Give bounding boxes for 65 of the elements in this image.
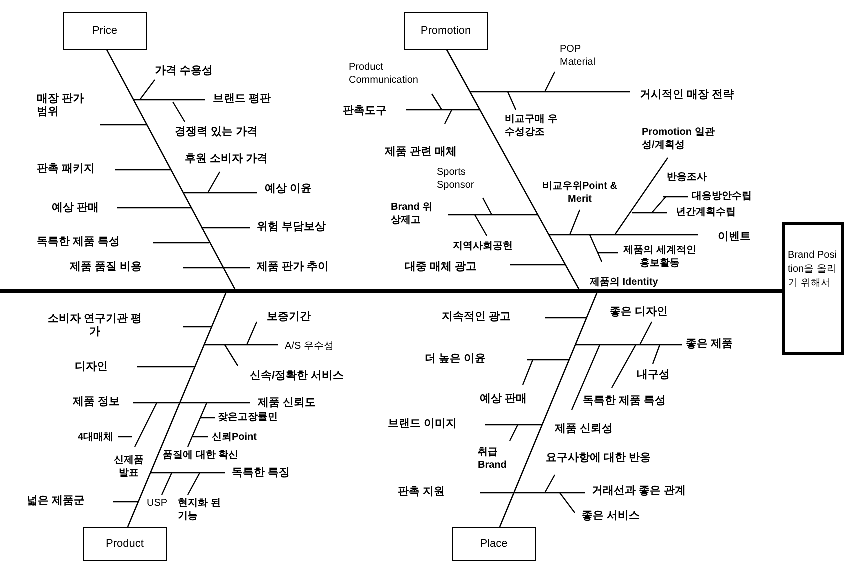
cause-label: 디자인 xyxy=(75,361,108,374)
cause-label: 브랜드 평판 xyxy=(213,93,272,106)
cause-label: Product Communication xyxy=(349,61,420,87)
cause-label: 판촉 패키지 xyxy=(37,163,96,176)
cause-label: 브랜드 이미지 xyxy=(388,418,458,431)
cause-label: 후원 소비자 가격 xyxy=(185,153,268,166)
cause-label: 비교구매 우수성강조 xyxy=(505,113,559,139)
cause-label: 제품 신뢰성 xyxy=(555,423,614,436)
cause-label: 가격 수용성 xyxy=(155,65,214,78)
cause-label: 지속적인 광고 xyxy=(442,311,512,324)
cause-label: 제품 품질 비용 xyxy=(70,261,142,274)
cause-label: 위험 부담보상 xyxy=(257,221,326,234)
cause-label: 내구성 xyxy=(637,369,670,382)
cause-label: 잦은고장률민 xyxy=(218,411,278,424)
cause-label: 제품 관련 매체 xyxy=(385,146,458,159)
cause-label: 신뢰Point xyxy=(212,431,257,444)
category-box: Promotion xyxy=(404,12,488,50)
cause-label: Brand 위상제고 xyxy=(391,201,434,227)
cause-label: 이벤트 xyxy=(718,231,751,244)
cause-label: 제품의 Identity xyxy=(590,276,658,289)
cause-label: 반응조사 xyxy=(667,171,707,184)
category-box: Product xyxy=(83,527,167,561)
cause-label: 판촉도구 xyxy=(343,105,387,118)
cause-label: 년간계획수립 xyxy=(676,206,736,219)
cause-label: 비교우위Point & Merit xyxy=(542,180,618,206)
cause-label: 좋은 디자인 xyxy=(610,306,668,319)
cause-label: 경쟁력 있는 가격 xyxy=(175,126,258,139)
category-box: Price xyxy=(63,12,147,50)
cause-label: 요구사항에 대한 반응 xyxy=(546,452,652,465)
cause-label: 예상 판매 xyxy=(480,393,528,406)
cause-label: 예상 판매 xyxy=(52,202,100,215)
cause-label: 대중 매체 광고 xyxy=(405,261,478,274)
cause-label: 대응방안수립 xyxy=(692,190,752,203)
cause-label: 제품 신뢰도 xyxy=(258,397,316,410)
cause-label: 거래선과 좋은 관계 xyxy=(592,485,686,498)
cause-label: 독특한 제품 특성 xyxy=(37,236,120,249)
cause-label: 소비자 연구기관 평가 xyxy=(46,313,144,339)
cause-label: 신제품 발표 xyxy=(113,454,145,480)
cause-label: 제품 정보 xyxy=(73,396,120,409)
cause-label: Sports Sponsor xyxy=(437,166,476,192)
cause-label: 지역사회공헌 xyxy=(453,240,513,253)
cause-label: 매장 판가 범위 xyxy=(37,93,86,119)
cause-label: 독특한 특징 xyxy=(232,467,290,480)
category-box: Place xyxy=(452,527,536,561)
cause-label: A/S 우수성 xyxy=(285,340,334,353)
cause-label: POP Material xyxy=(560,43,597,69)
cause-label: 품질에 대한 확신 xyxy=(163,449,239,462)
cause-label: 현지화 된 기능 xyxy=(178,497,222,523)
cause-label: 독특한 제품 특성 xyxy=(583,395,666,408)
cause-label: 좋은 서비스 xyxy=(582,510,640,523)
effect-box: Brand Position을 올리기 위해서 xyxy=(782,222,844,355)
cause-label: 제품 판가 추이 xyxy=(257,261,330,274)
cause-label: 넓은 제품군 xyxy=(27,495,86,508)
cause-label: 더 높은 이윤 xyxy=(425,353,486,366)
cause-label: USP xyxy=(147,497,168,510)
cause-label: 예상 이윤 xyxy=(265,183,312,196)
cause-label: Promotion 일관성/계획성 xyxy=(642,126,716,152)
cause-label: 제품의 세계적인 홍보활동 xyxy=(622,244,698,270)
cause-label: 판촉 지원 xyxy=(398,486,446,499)
cause-label: 좋은 제품 xyxy=(686,338,734,351)
cause-label: 신속/정확한 서비스 xyxy=(250,370,344,383)
cause-label: 거시적인 매장 전략 xyxy=(640,89,734,102)
cause-label: 보증기간 xyxy=(267,311,311,324)
cause-label: 취급 Brand xyxy=(478,446,508,472)
cause-label: 4대매체 xyxy=(78,431,114,444)
